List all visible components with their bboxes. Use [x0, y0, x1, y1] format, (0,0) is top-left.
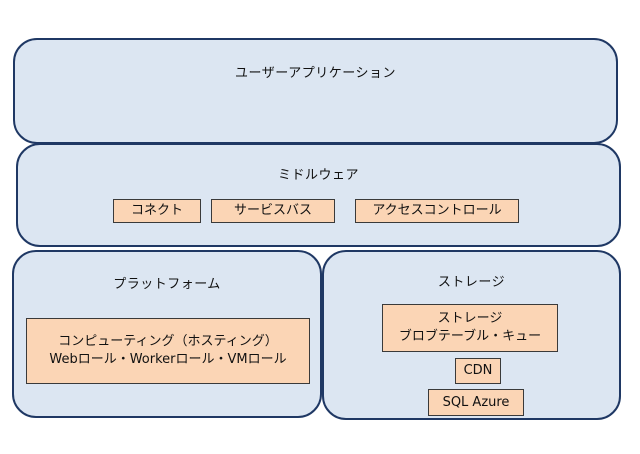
compute-roles: Webロール・Workerロール・VMロール: [49, 352, 287, 367]
compute-box: コンピューティング（ホスティング） Webロール・Workerロール・VMロール: [26, 318, 310, 384]
connect-box: コネクト: [113, 199, 201, 223]
cdn-box: CDN: [455, 358, 501, 384]
cdn-label: CDN: [463, 363, 493, 378]
service-bus-box: サービスバス: [211, 199, 335, 223]
connect-label: コネクト: [130, 203, 183, 218]
sql-azure-label: SQL Azure: [442, 394, 510, 410]
storage-box-types: ブロブテーブル・キュー: [398, 329, 542, 344]
sql-azure-box: SQL Azure: [428, 389, 524, 416]
storage-title: ストレージ: [437, 275, 506, 290]
storage-layer: ストレージ ストレージ ブロブテーブル・キュー CDN SQL Azure: [322, 250, 621, 420]
storage-box: ストレージ ブロブテーブル・キュー: [382, 304, 558, 352]
middleware-layer: ミドルウェア コネクト サービスバス アクセスコントロール: [16, 143, 621, 247]
user-application-title: ユーザーアプリケーション: [235, 66, 396, 81]
compute-title: コンピューティング（ホスティング）: [58, 334, 278, 349]
access-control-label: アクセスコントロール: [372, 203, 502, 218]
middleware-title: ミドルウェア: [277, 168, 359, 183]
platform-title: プラットフォーム: [113, 277, 221, 292]
service-bus-label: サービスバス: [233, 203, 312, 218]
user-application-layer: ユーザーアプリケーション: [13, 38, 618, 144]
access-control-box: アクセスコントロール: [355, 199, 519, 223]
platform-layer: プラットフォーム コンピューティング（ホスティング） Webロール・Worker…: [12, 250, 322, 418]
storage-box-title: ストレージ: [437, 311, 503, 326]
